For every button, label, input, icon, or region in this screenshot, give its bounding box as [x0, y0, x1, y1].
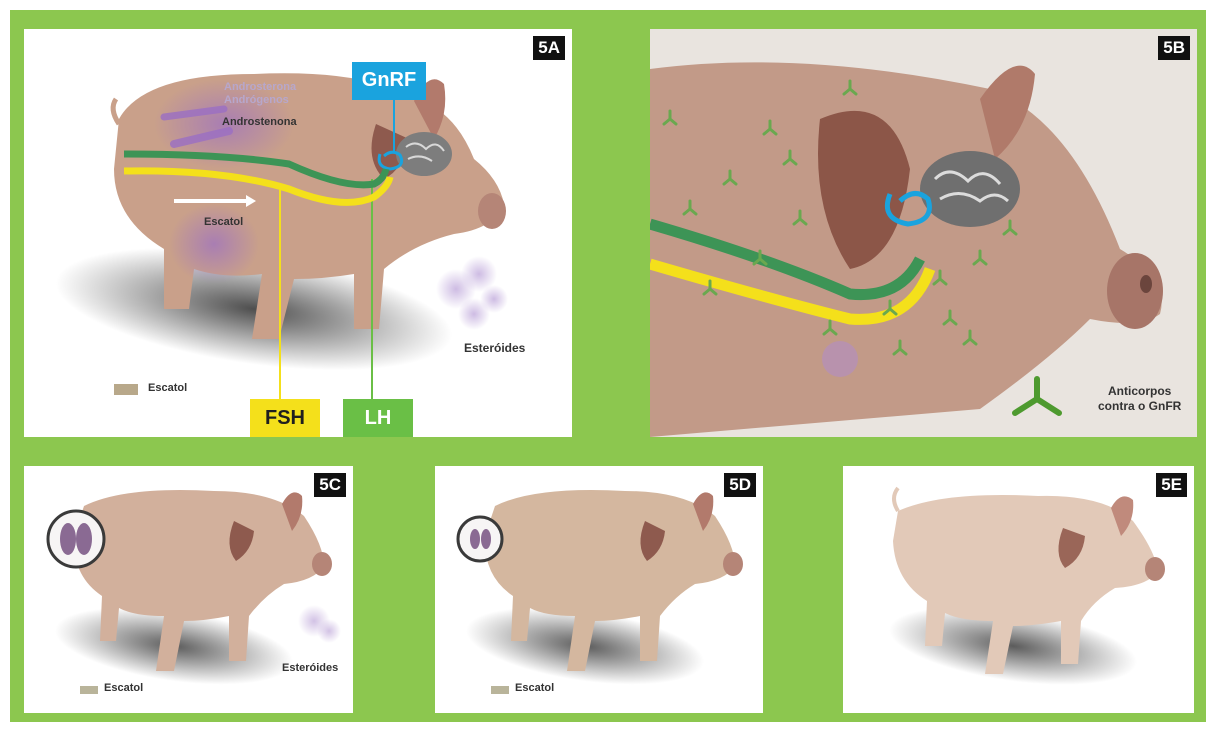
pig-illustration-5a	[24, 29, 572, 437]
label-androgenos: Andrógenos	[224, 94, 289, 107]
pig-illustration-5e	[843, 466, 1194, 713]
legend-label-escatol: Escatol	[104, 682, 143, 694]
panel-tag-5d: 5D	[724, 473, 756, 497]
pig-closeup-illustration-5b	[650, 29, 1197, 437]
lh-box: LH	[343, 399, 413, 437]
pig-illustration-5d	[435, 466, 763, 713]
label-androsterona: Androsterona	[224, 81, 296, 94]
label-antibodies: Anticorpos contra o GnFR	[1098, 384, 1181, 414]
fsh-box: FSH	[250, 399, 320, 437]
panel-5b: 5B Anticorpos contra o GnFR	[650, 29, 1197, 437]
brain	[396, 132, 452, 176]
label-esteroides: Esteróides	[464, 341, 525, 355]
panel-5a: 5A Androsterona Andrógenos Androstenona …	[24, 29, 572, 437]
brain	[920, 151, 1020, 227]
legend-swatch-escatol	[491, 686, 509, 694]
label-antibodies-line1: Anticorpos	[1098, 384, 1181, 399]
legend-swatch-escatol	[80, 686, 98, 694]
panel-5d: 5D Escatol	[435, 466, 763, 713]
legend-label-escatol: Escatol	[148, 382, 187, 394]
panel-tag-5c: 5C	[314, 473, 346, 497]
label-antibodies-line2: contra o GnFR	[1098, 399, 1181, 414]
label-androstenona: Androstenona	[222, 116, 297, 128]
pig-illustration-5c	[24, 466, 353, 713]
legend-swatch-escatol	[114, 384, 138, 395]
pig-snout	[1107, 253, 1163, 329]
pig-snout	[478, 193, 506, 229]
panel-tag-5e: 5E	[1156, 473, 1187, 497]
label-escatol-arrow: Escatol	[204, 216, 243, 228]
panel-tag-5b: 5B	[1158, 36, 1190, 60]
legend-label-escatol: Escatol	[515, 682, 554, 694]
panel-tag-5a: 5A	[533, 36, 565, 60]
pig-tail	[113, 99, 119, 124]
label-esteroides: Esteróides	[282, 662, 338, 674]
panel-5c: 5C Esteróides Escatol	[24, 466, 353, 713]
gnrf-box: GnRF	[352, 62, 426, 100]
green-frame: 5A Androsterona Andrógenos Androstenona …	[10, 10, 1206, 722]
panel-5e: 5E	[843, 466, 1194, 713]
